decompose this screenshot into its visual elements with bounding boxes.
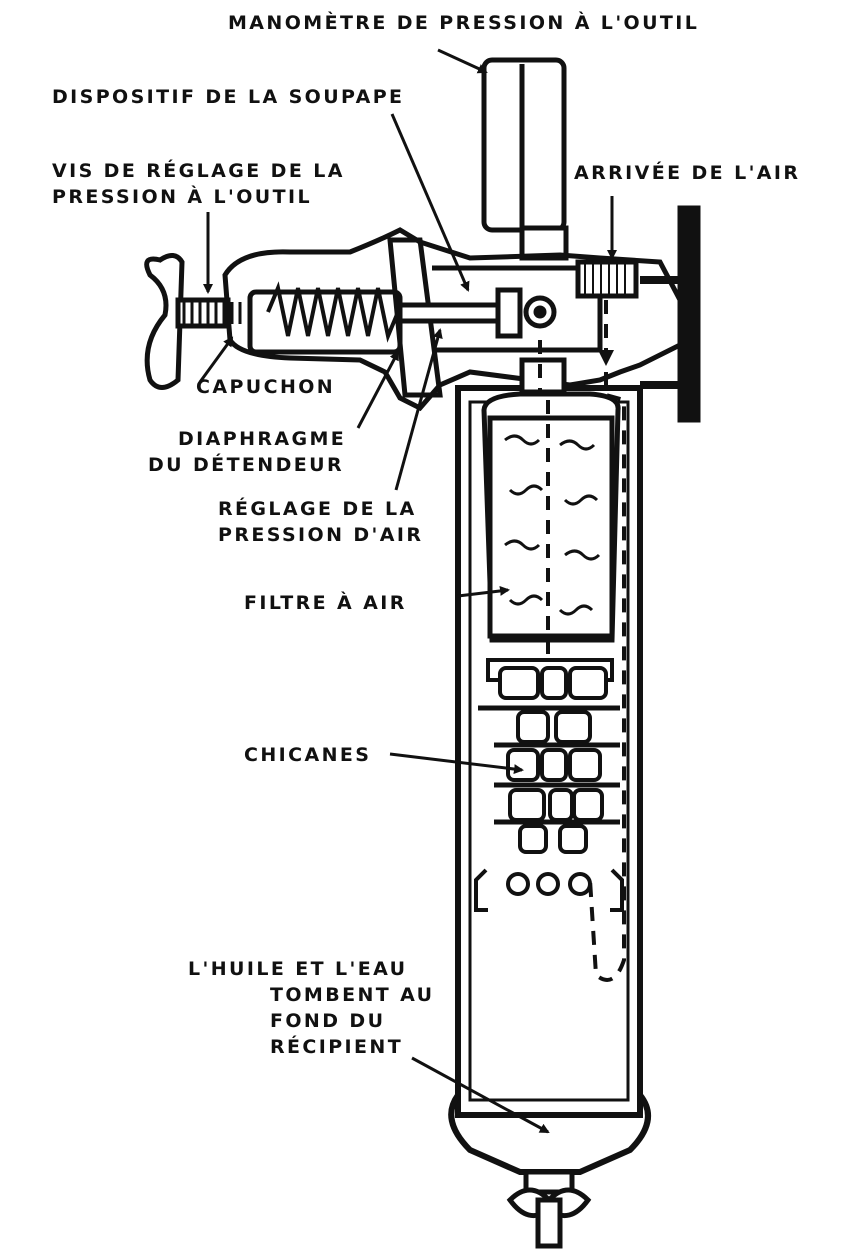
label-vis-line2: PRESSION À L'OUTIL [52, 186, 312, 208]
leader-lines [198, 48, 617, 1134]
pressure-gauge [481, 57, 569, 261]
label-dispositif: DISPOSITIF DE LA SOUPAPE [52, 86, 405, 108]
label-vis-line1: VIS DE RÉGLAGE DE LA [52, 160, 345, 182]
inlet-threads [584, 264, 626, 296]
label-arrivee: ARRIVÉE DE L'AIR [574, 162, 801, 184]
regulator-spring [266, 281, 400, 343]
label-huile-line4: RÉCIPIENT [270, 1036, 404, 1058]
center-tube [519, 357, 567, 395]
label-reglage-line1: RÉGLAGE DE LA [218, 498, 417, 520]
adjusting-handle [144, 253, 231, 390]
air-inlet-flange [575, 205, 701, 423]
filter-element [481, 391, 621, 643]
air-flow-path [538, 300, 626, 982]
valve-stem [397, 287, 557, 339]
label-diaphragme-line1: DIAPHRAGME [178, 428, 347, 450]
label-huile-line2: TOMBENT AU [270, 984, 435, 1006]
label-manometre: MANOMÈTRE DE PRESSION À L'OUTIL [228, 12, 700, 34]
label-capuchon: CAPUCHON [196, 376, 336, 398]
label-chicanes: CHICANES [244, 744, 372, 766]
filter-element-texture [504, 434, 601, 616]
label-filtre: FILTRE À AIR [244, 592, 407, 614]
label-huile-line3: FOND DU [270, 1010, 386, 1032]
baffles [478, 658, 620, 854]
label-huile-line1: L'HUILE ET L'EAU [188, 958, 408, 980]
flow-arrowhead [598, 350, 614, 366]
drain-valve [506, 1169, 592, 1249]
label-diaphragme-line2: DU DÉTENDEUR [148, 454, 345, 476]
label-reglage-line2: PRESSION D'AIR [218, 524, 424, 546]
adjusting-screw-threads [182, 302, 242, 324]
drain-holes [506, 872, 592, 896]
